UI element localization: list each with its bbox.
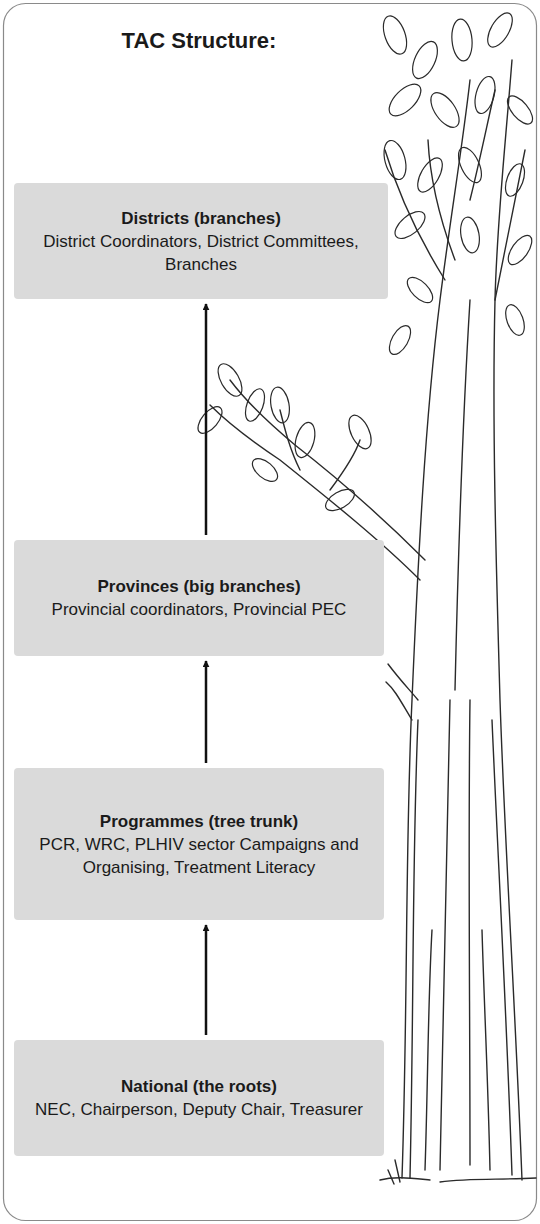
box-heading: Districts (branches): [121, 207, 281, 230]
box-body: District Coordinators, District Committe…: [26, 230, 376, 276]
flow-arrow: [205, 925, 208, 1035]
level-box: Provinces (big branches)Provincial coord…: [14, 540, 384, 656]
box-body: NEC, Chairperson, Deputy Chair, Treasure…: [35, 1098, 363, 1121]
page-frame: [4, 4, 537, 1221]
box-heading: National (the roots): [121, 1075, 277, 1098]
level-box: Districts (branches)District Coordinator…: [14, 183, 388, 299]
box-heading: Programmes (tree trunk): [100, 810, 298, 833]
box-heading: Provinces (big branches): [97, 575, 300, 598]
flow-arrow: [205, 304, 208, 535]
level-box: National (the roots)NEC, Chairperson, De…: [14, 1040, 384, 1156]
level-box: Programmes (tree trunk)PCR, WRC, PLHIV s…: [14, 768, 384, 920]
flow-arrow: [205, 661, 208, 763]
box-body: PCR, WRC, PLHIV sector Campaigns and Org…: [26, 833, 372, 879]
box-body: Provincial coordinators, Provincial PEC: [52, 598, 347, 621]
diagram-title: TAC Structure:: [14, 28, 384, 54]
